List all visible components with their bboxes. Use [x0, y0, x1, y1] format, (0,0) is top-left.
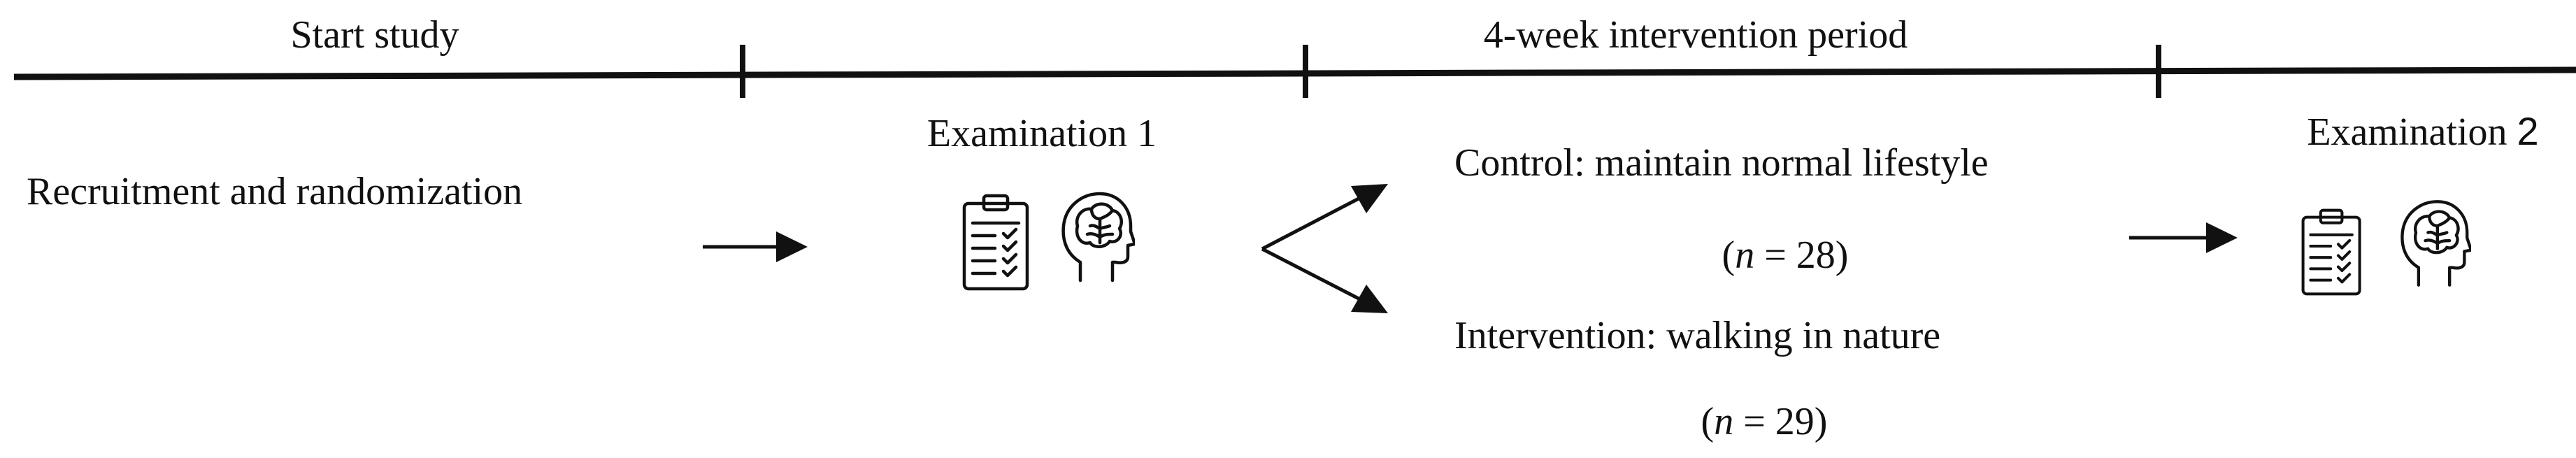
- examination-2-label: Examination 2: [2307, 112, 2538, 152]
- arrow-to-exam2: [2129, 222, 2238, 253]
- start-study-label: Start study: [290, 13, 459, 57]
- examination-1-label: Examination 1: [926, 112, 1157, 155]
- examination-2-label-text: Examination: [2307, 110, 2517, 154]
- control-group-label: Control: maintain normal lifestyle: [1454, 141, 1989, 185]
- head-brain-icon: [2400, 200, 2471, 287]
- control-n-open: (: [1722, 234, 1736, 277]
- control-n-value: = 28): [1754, 234, 1849, 277]
- head-brain-icon: [1061, 192, 1135, 282]
- clipboard-checklist-icon: [2301, 208, 2361, 296]
- recruitment-label: Recruitment and randomization: [27, 170, 523, 213]
- examination-2-number: 2: [2517, 109, 2539, 153]
- intervention-n-var: n: [1714, 400, 1734, 443]
- control-n-var: n: [1735, 234, 1755, 277]
- timeline-bar: [13, 66, 2576, 80]
- arrow-split-intervention: [1261, 247, 1388, 313]
- intervention-n-open: (: [1701, 400, 1715, 443]
- intervention-period-label: 4-week intervention period: [1483, 13, 1908, 57]
- intervention-n-value: = 29): [1733, 400, 1828, 443]
- intervention-n-label: (n = 29): [1701, 402, 1828, 441]
- arrow-split-control: [1261, 184, 1388, 251]
- arrow-to-exam1: [703, 231, 808, 262]
- control-n-label: (n = 28): [1722, 236, 1849, 275]
- intervention-group-label: Intervention: walking in nature: [1454, 314, 1941, 357]
- clipboard-checklist-icon: [962, 194, 1029, 291]
